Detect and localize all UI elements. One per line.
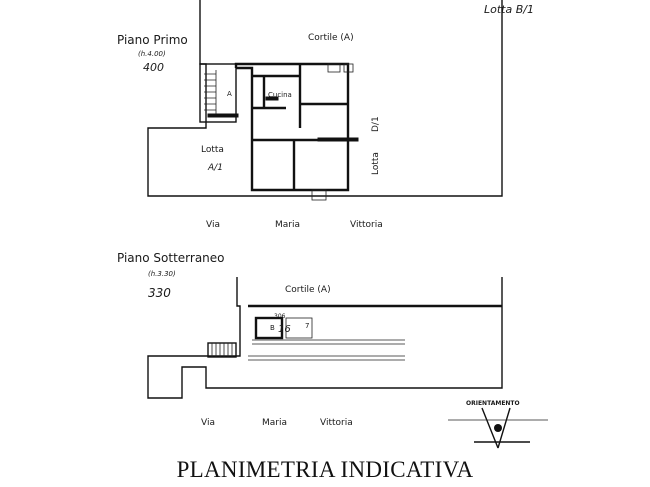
lower-plan: Piano Sotterraneo (h.3.30) 330 Cortile (… (117, 251, 503, 428)
upper-floor-title: Piano Primo (117, 33, 188, 47)
upper-entrance-step (311, 189, 327, 201)
upper-floor-level: 400 (143, 61, 164, 74)
upper-street-via: Via (206, 220, 220, 230)
lower-room-7 (285, 317, 313, 339)
lower-room-right: 7 (305, 322, 309, 330)
upper-street-maria: Maria (275, 220, 300, 230)
lower-corridor (248, 339, 405, 361)
upper-room-a: A (227, 90, 232, 98)
lower-street-vittoria: Vittoria (320, 418, 353, 428)
upper-lot-left-code: A/1 (207, 163, 223, 173)
lower-courtyard-label: Cortile (A) (285, 285, 331, 295)
orientation-dot (494, 424, 502, 432)
upper-floor-height-note: (h.4.00) (138, 50, 166, 58)
upper-street-vittoria: Vittoria (350, 220, 383, 230)
orientation-stamp: ORIENTAMENTO (448, 400, 548, 449)
lower-room-number: 16 (278, 324, 291, 335)
upper-stair (199, 63, 237, 123)
lower-street-via: Via (201, 418, 215, 428)
upper-interior-walls (207, 64, 359, 190)
upper-courtyard-label: Cortile (A) (308, 33, 354, 43)
plan-caption: PLANIMETRIA INDICATIVA (176, 457, 474, 482)
lower-lot-outline (147, 277, 503, 399)
upper-lot-top-right: Lotta B/1 (484, 3, 534, 16)
lower-stair (207, 342, 237, 358)
lower-room-16 (254, 316, 284, 340)
north-arrow-icon (474, 407, 530, 449)
upper-lot-right-code: D/1 (371, 116, 381, 132)
lower-floor-title: Piano Sotterraneo (117, 251, 225, 265)
upper-lot-outline (147, 0, 503, 197)
upper-lot-left-title: Lotta (201, 145, 224, 155)
upper-lot-right-title: Lotta (371, 152, 381, 175)
lower-street-maria: Maria (262, 418, 287, 428)
lower-floor-level: 330 (148, 286, 171, 300)
lower-room-code-b: B (270, 324, 275, 332)
lower-floor-height-note: (h.3.30) (148, 270, 176, 278)
lower-room-code-top: 306 (274, 313, 286, 320)
upper-plan: Lotta B/1 Piano Primo (h.4.00) 400 Corti… (117, 0, 534, 230)
upper-building-outline (234, 62, 350, 192)
upper-kitchen-label: Cucina (268, 91, 292, 99)
orientation-label: ORIENTAMENTO (466, 400, 520, 407)
upper-courtyard-door (327, 63, 341, 73)
upper-courtyard-door-2 (343, 63, 354, 73)
